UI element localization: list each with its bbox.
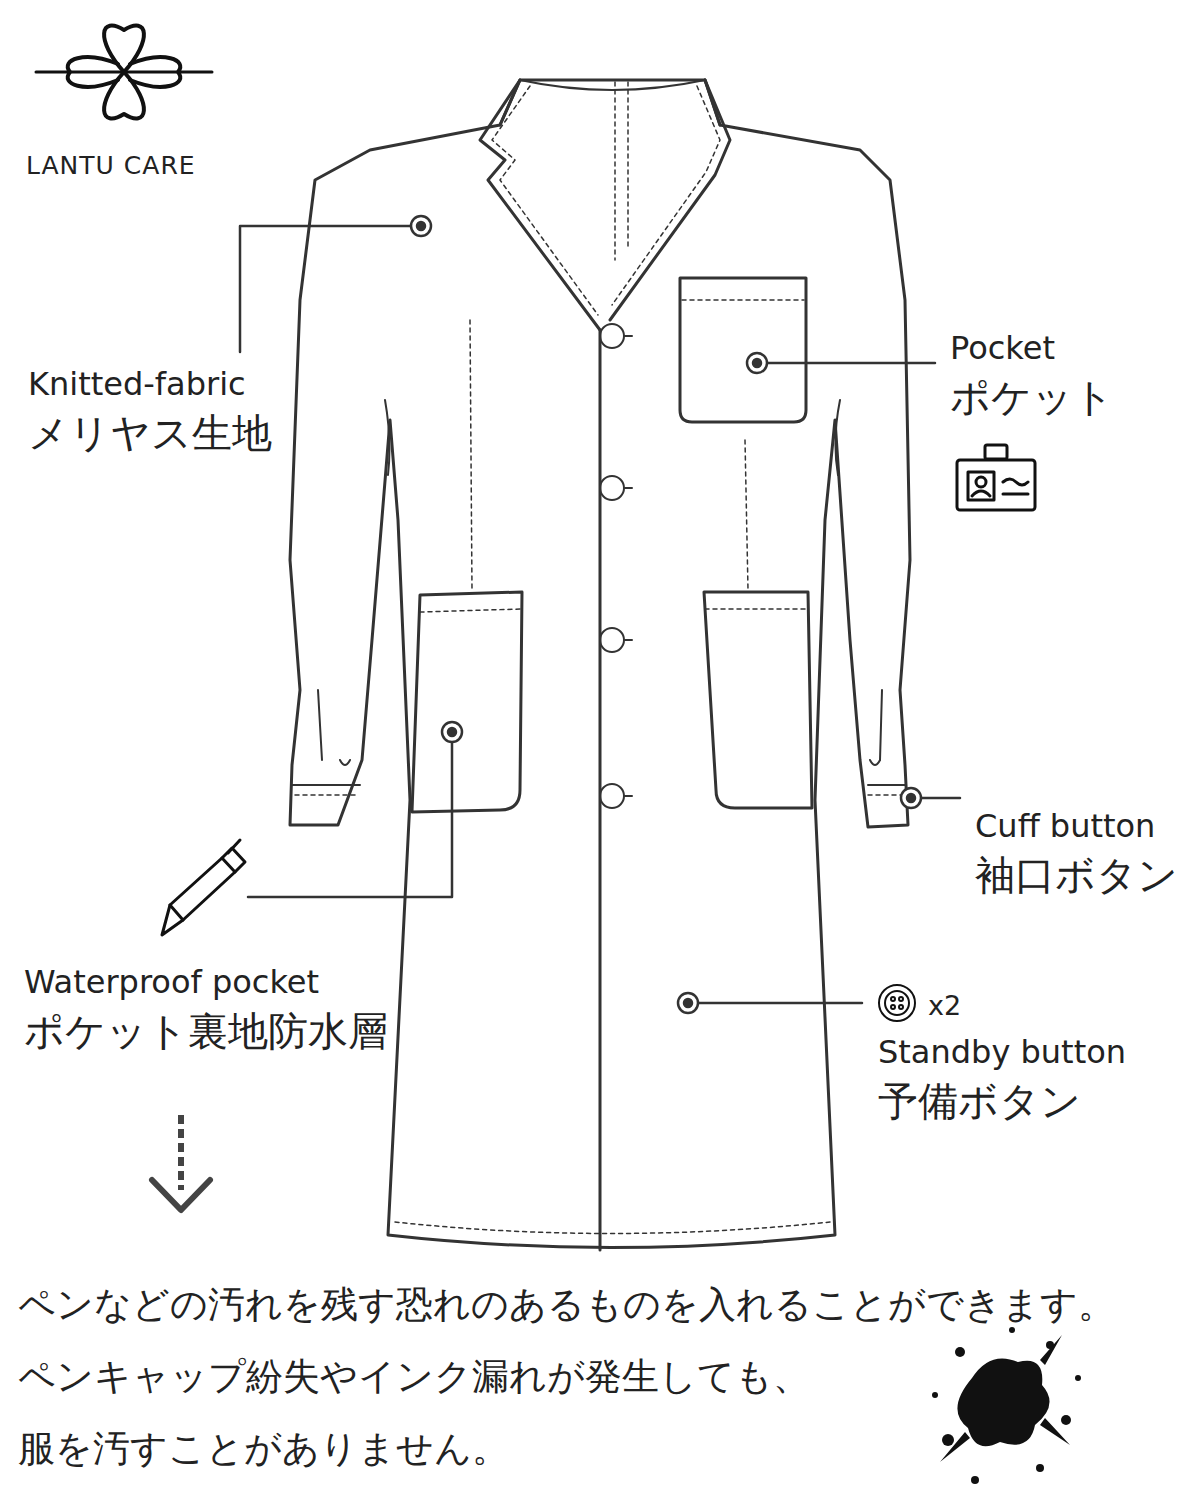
logo-mark	[36, 26, 212, 119]
callout-label: Knitted-fabric	[28, 366, 246, 403]
callout-label-ja: ポケット裏地防水層	[24, 1008, 388, 1054]
callout-label: Pocket	[950, 330, 1055, 367]
callout-label: Waterproof pocket	[24, 964, 319, 1001]
note-text: ペンキャップ紛失やインク漏れが発生しても、	[18, 1356, 810, 1399]
coat-outline	[290, 80, 910, 1250]
pen-icon	[162, 840, 245, 935]
note-text: ペンなどの汚れを残す恐れのあるものを入れることができます。	[18, 1284, 1115, 1327]
callout-label: Cuff button	[975, 808, 1155, 845]
callout-label-ja: 袖口ボタン	[975, 852, 1178, 898]
callout-dots	[411, 216, 921, 1013]
ink-splat	[932, 1327, 1081, 1484]
down-arrow	[152, 1115, 210, 1210]
callout-leaders	[240, 226, 960, 1003]
callout-label-ja: ポケット	[950, 374, 1114, 420]
quantity-label: x2	[928, 990, 961, 1021]
note-text: 服を汚すことがありません。	[18, 1428, 509, 1471]
callout-label-ja: 予備ボタン	[878, 1078, 1081, 1124]
button-icon	[879, 985, 915, 1021]
callout-label: Standby button	[878, 1034, 1126, 1071]
id-badge-icon	[957, 445, 1035, 510]
brand-name: LANTU CARE	[26, 152, 196, 181]
callout-label-ja: メリヤス生地	[28, 410, 272, 456]
